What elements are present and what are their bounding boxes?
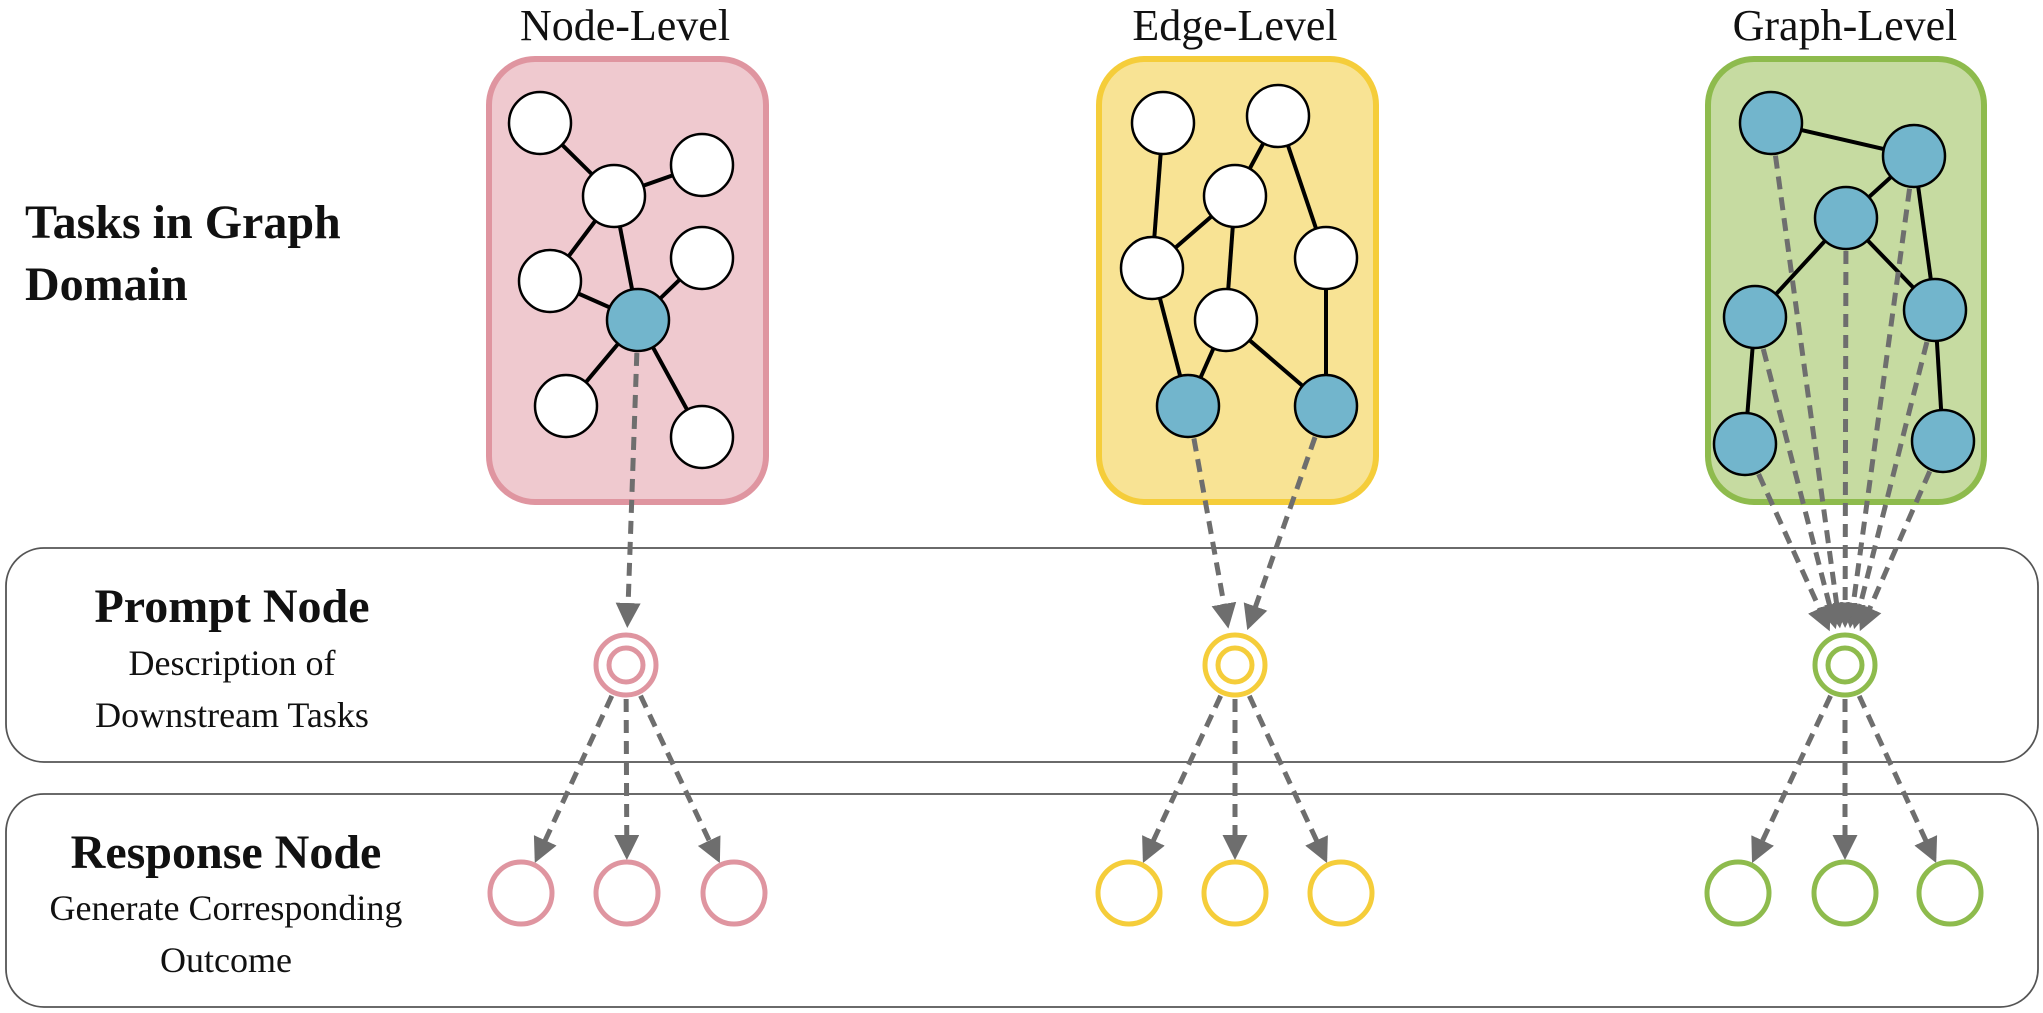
graph-level-arrow-to-prompt (1840, 188, 1913, 629)
node-level-response-node (593, 859, 661, 927)
edge-level-prompt-node-inner (1215, 645, 1255, 685)
graph-level-highlighted-node (1813, 185, 1879, 251)
edge-level-response-node (1201, 859, 1269, 927)
node-level-title: Node-Level (520, 1, 730, 50)
graph-level-response-node (1811, 859, 1879, 927)
graph-level-arrow-to-prompt (1760, 348, 1842, 630)
node-level-arrow-to-response (638, 694, 721, 864)
prompt-node-band (5, 547, 2039, 763)
graph-level-arrow-to-prompt (1772, 155, 1849, 629)
prompt-row-label: Prompt Node Description of Downstream Ta… (94, 580, 369, 735)
edge-level-graph-node (1119, 235, 1185, 301)
response-node-title: Response Node (71, 826, 382, 879)
edge-level-graph-node (1245, 83, 1311, 149)
node-level-graph-node (669, 225, 735, 291)
edge-level-response-node (1307, 859, 1375, 927)
edge-level-response-node (1095, 859, 1163, 927)
prompt-node-subtitle-line1: Description of (129, 643, 336, 683)
node-level-graph-node (507, 90, 573, 156)
graph-level-response-node (1916, 859, 1984, 927)
graph-level-arrow-to-response (1751, 694, 1833, 864)
edge-level-graph-node (1202, 163, 1268, 229)
graph-level-highlighted-node (1910, 408, 1976, 474)
response-row-label: Response Node Generate Corresponding Out… (50, 826, 403, 980)
edge-level-graph-node (1130, 90, 1196, 156)
prompt-node-subtitle-line2: Downstream Tasks (95, 695, 369, 735)
node-level-arrow-to-response (533, 694, 615, 864)
response-node-band (5, 793, 2039, 1008)
tasks-title-line1: Tasks in Graph (25, 196, 341, 249)
graph-level-title: Graph-Level (1733, 1, 1958, 50)
edge-level-graph-node (1193, 287, 1259, 353)
graph-level-highlighted-node (1712, 411, 1778, 477)
response-node-subtitle-line1: Generate Corresponding (50, 888, 403, 928)
tasks-row-label: Tasks in Graph Domain (25, 196, 341, 311)
graph-level-prompt-node-inner (1825, 645, 1865, 685)
graph-level-response-node (1704, 859, 1772, 927)
node-level-graph-node (669, 132, 735, 198)
edge-level-title: Edge-Level (1132, 1, 1337, 50)
graph-level-arrow-to-response (1856, 694, 1938, 864)
graph-level-highlighted-node (1738, 90, 1804, 156)
node-level-arrow-to-response (614, 698, 640, 861)
graph-level-panel (1704, 56, 1987, 927)
node-level-graph-node (669, 404, 735, 470)
response-node-subtitle-line2: Outcome (160, 940, 292, 980)
prompt-node-title: Prompt Node (94, 580, 369, 633)
graph-level-highlighted-node (1902, 277, 1968, 343)
node-level-graph-node (533, 373, 599, 439)
edge-level-highlighted-node (1155, 373, 1221, 439)
edge-level-arrow-to-response (1142, 694, 1223, 864)
node-level-panel (486, 56, 769, 927)
node-level-prompt-node-inner (606, 645, 646, 685)
graph-level-arrow-to-prompt (1756, 473, 1831, 632)
node-level-response-node (700, 859, 768, 927)
node-level-graph-node (517, 248, 583, 314)
edge-level-arrow-to-prompt (1191, 438, 1237, 629)
node-level-response-node (487, 859, 555, 927)
tasks-title-line2: Domain (25, 258, 188, 311)
edge-level-graph-node (1293, 225, 1359, 291)
edge-level-arrow-to-response (1247, 694, 1328, 864)
node-level-arrow-to-prompt (615, 352, 641, 629)
graph-level-highlighted-node (1881, 123, 1947, 189)
graph-level-arrow-to-prompt (1848, 341, 1930, 630)
edge-level-arrow-to-prompt (1243, 436, 1318, 631)
node-level-highlighted-node (605, 287, 671, 353)
node-level-graph-node (581, 163, 647, 229)
edge-level-highlighted-node (1293, 373, 1359, 439)
edge-level-panel (1095, 56, 1379, 927)
graph-level-highlighted-node (1722, 284, 1788, 350)
graph-level-arrow-to-prompt (1858, 470, 1933, 632)
